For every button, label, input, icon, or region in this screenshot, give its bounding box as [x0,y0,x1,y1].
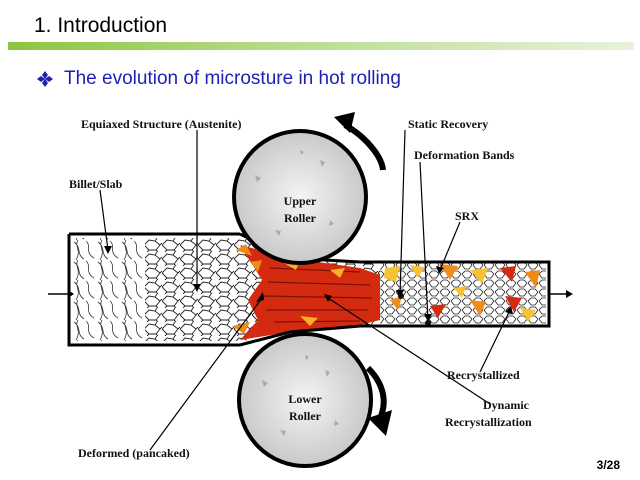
label-lower-roller-line1: Lower [288,392,322,406]
srx-zone [384,264,540,326]
entry-arrow [48,290,74,298]
leader-lines [99,129,511,451]
leader-arrowheads [104,246,513,322]
bullet-item: The evolution of microsture in hot rolli… [36,68,401,90]
label-upper-roller-line1: Upper [284,194,317,208]
label-static-recovery: Static Recovery [408,117,488,131]
label-dynamic-line1: Dynamic [483,398,530,412]
label-deformation-bands: Deformation Bands [414,148,515,162]
title-underline [8,42,634,50]
bullet-text: The evolution of microsture in hot rolli… [64,68,401,89]
label-deformed-pancaked: Deformed (pancaked) [78,446,190,460]
label-lower-roller-line2: Roller [289,409,322,423]
label-srx: SRX [455,209,479,223]
label-recrystallized: Recrystallized [447,368,520,382]
page-number: 3/28 [596,458,620,472]
label-billet-slab: Billet/Slab [69,177,123,191]
upper-roller [232,129,368,265]
deformed-zone [232,244,380,340]
exit-arrow [550,290,573,298]
label-upper-roller-line2: Roller [284,211,317,225]
label-equiaxed-structure: Equiaxed Structure (Austenite) [81,117,241,131]
upper-rotation-arrowhead [334,112,355,133]
label-dynamic-line2: Recrystallization [445,415,532,429]
lower-rotation-arrowhead [368,410,392,436]
slide-title: 1. Introduction [34,14,168,37]
lower-roller [237,332,373,468]
diamond-bullet-icon [37,71,53,87]
